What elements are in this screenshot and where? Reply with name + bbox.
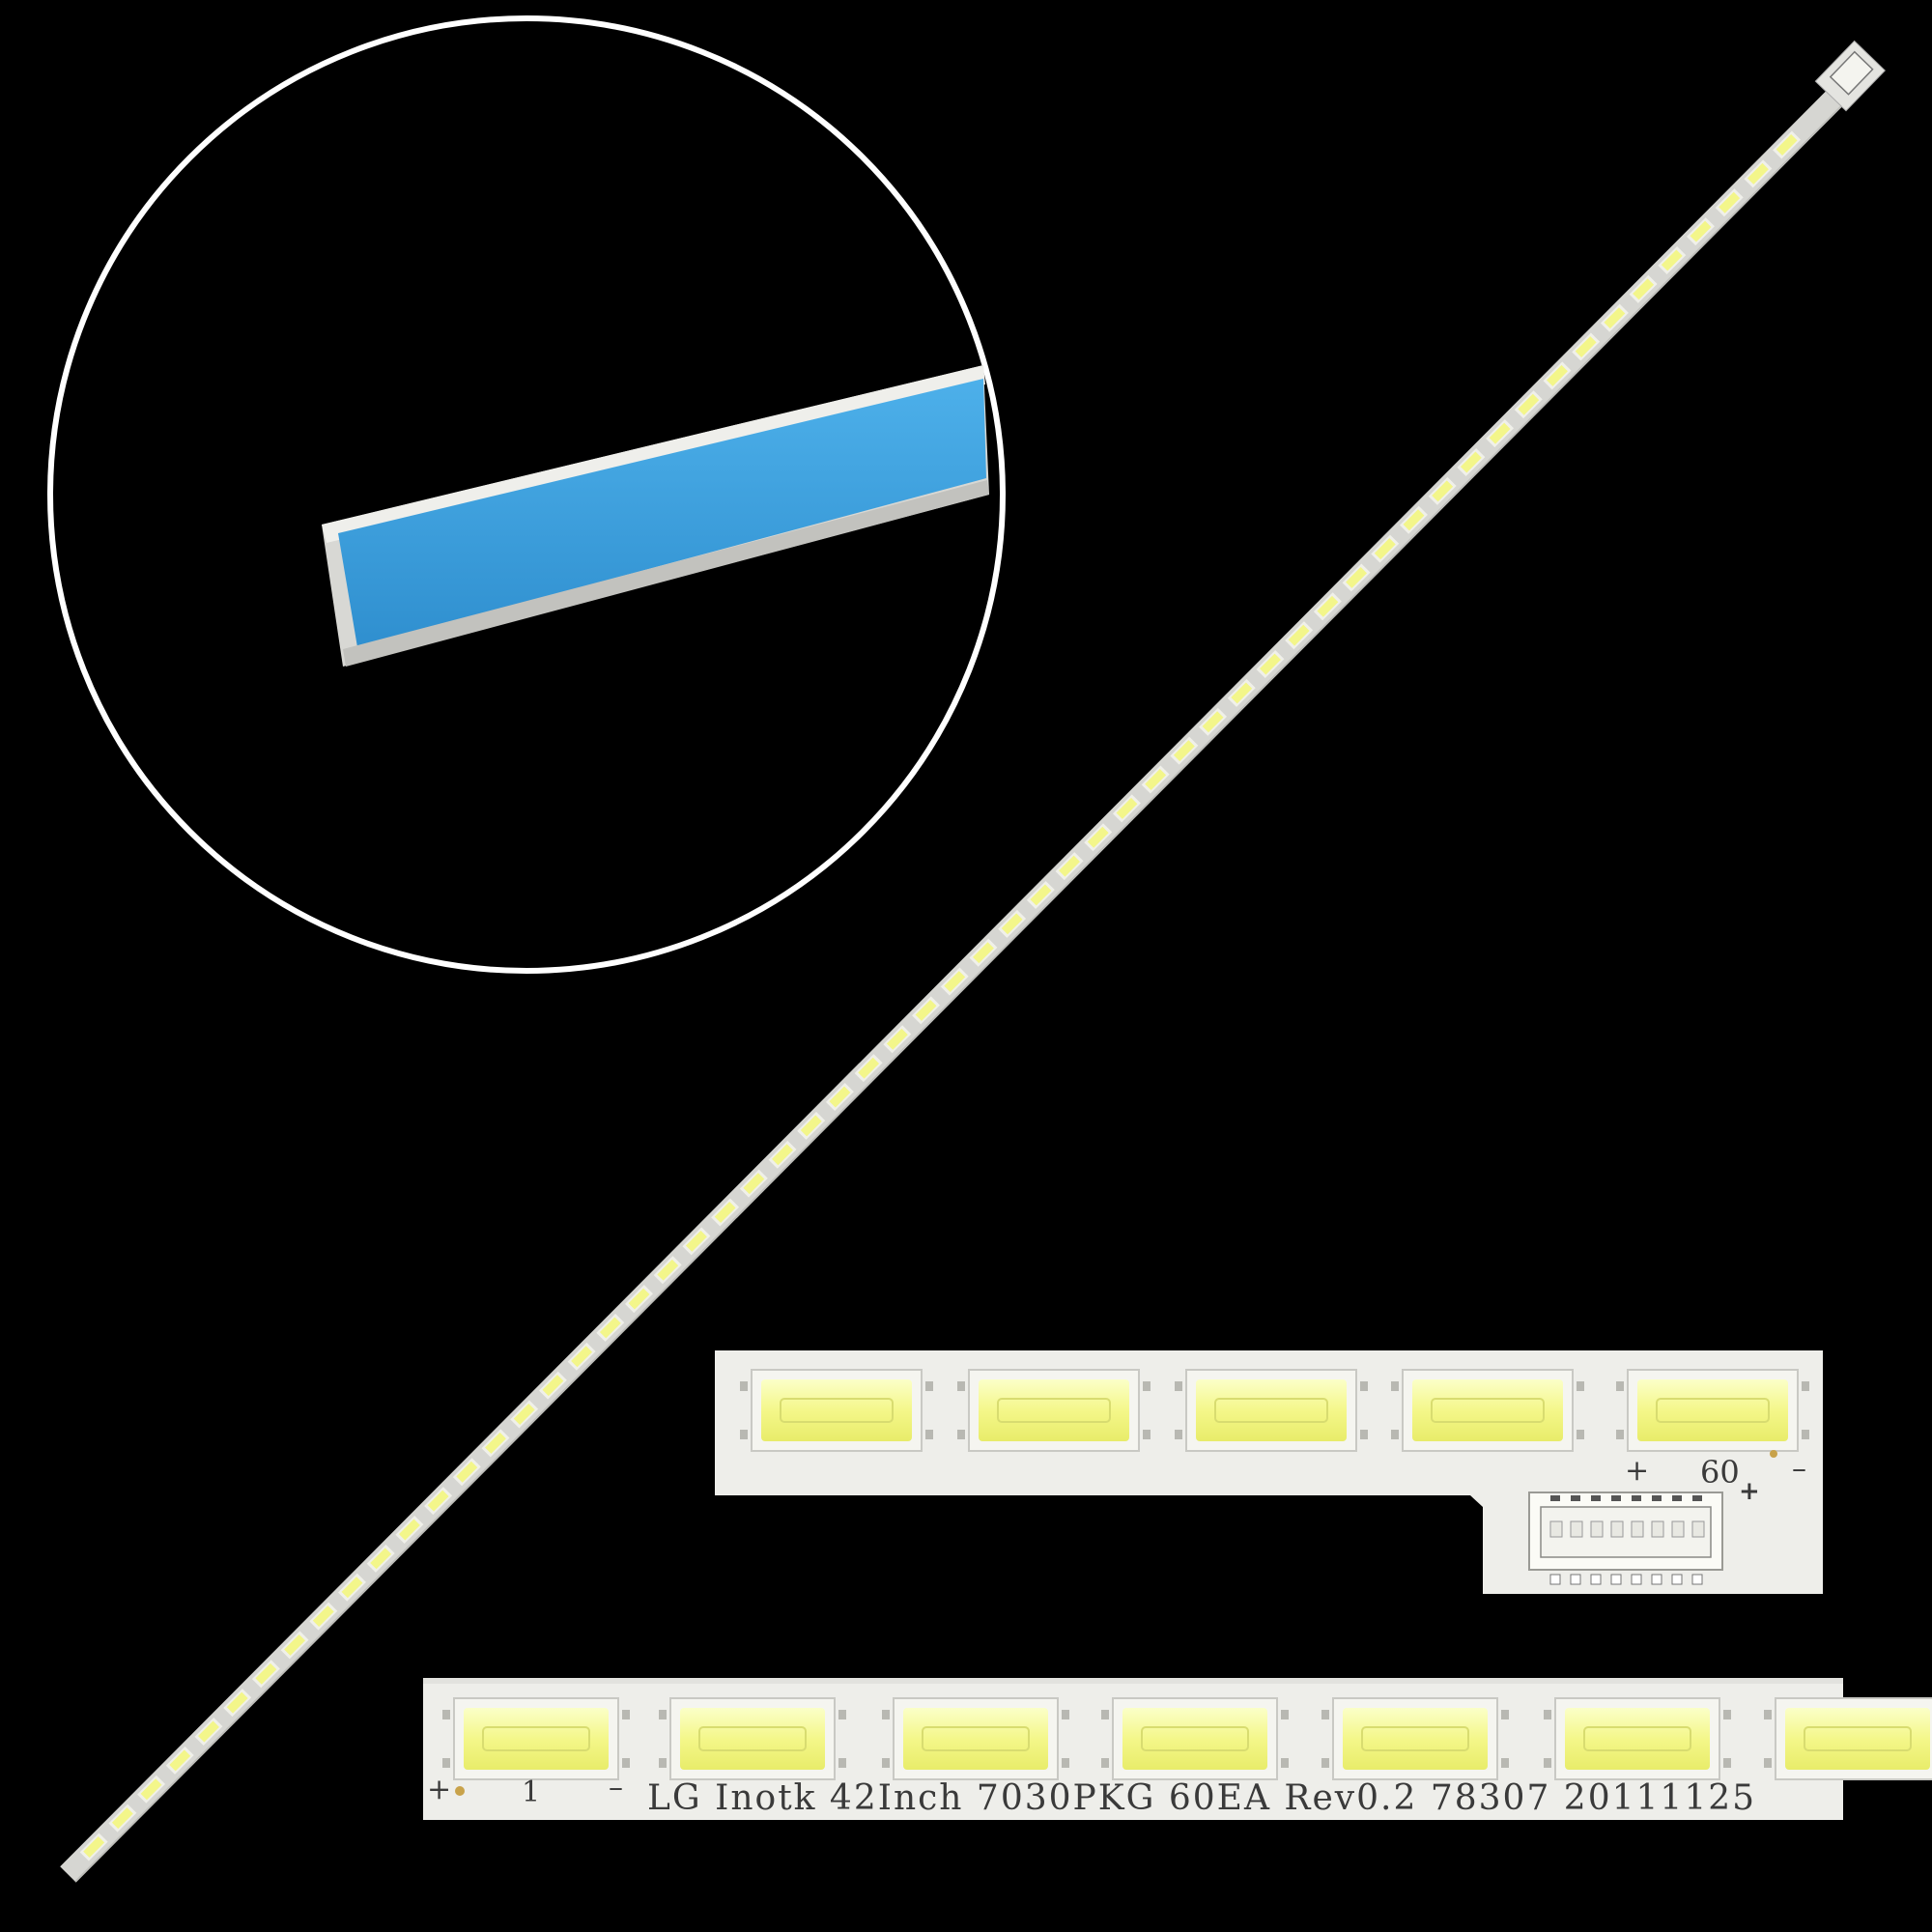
led-package — [882, 1697, 1069, 1780]
connector-pin — [1611, 1495, 1621, 1501]
zoom-panel-connector-end: + 60 – + — [715, 1350, 1823, 1594]
strip-led — [768, 1140, 797, 1169]
strip-led — [998, 909, 1027, 938]
strip-led — [969, 938, 998, 967]
strip-led — [194, 1718, 223, 1747]
connector-pin — [1672, 1495, 1682, 1501]
led-package — [1544, 1697, 1731, 1780]
zoom-index-label: 60 — [1700, 1454, 1740, 1491]
strip-led — [883, 1025, 912, 1054]
diagonal-led-strip — [60, 40, 1886, 1883]
strip-led — [165, 1746, 194, 1775]
strip-led — [653, 1256, 682, 1285]
strip-led — [711, 1198, 740, 1227]
strip-led — [1026, 880, 1055, 909]
strip-led — [682, 1227, 711, 1256]
part-marking-label: LG Inotk 42Inch 7030PKG 60EA Rev0.2 7830… — [647, 1778, 1756, 1818]
strip-led — [366, 1544, 395, 1573]
strip-led — [395, 1515, 424, 1544]
zoom-panel-start-label: + 1 – LG Inotk 42Inch 7030PKG 60EA Rev0.… — [423, 1678, 1932, 1820]
connector-pin — [1550, 1495, 1560, 1501]
strip-led — [1313, 592, 1342, 621]
strip-led — [1486, 419, 1515, 448]
strip-leds — [79, 130, 1802, 1861]
strip-led — [1227, 678, 1256, 707]
strip-led — [1399, 505, 1428, 534]
strip-led — [452, 1458, 481, 1487]
strip-led — [1055, 852, 1084, 881]
strip-led — [1543, 361, 1572, 390]
connector-pin — [1692, 1495, 1702, 1501]
connector-pin — [1652, 1495, 1662, 1501]
start-index-label: 1 — [522, 1776, 540, 1809]
strip-led — [1773, 130, 1802, 159]
strip-led — [1600, 303, 1629, 332]
led-package — [1321, 1697, 1509, 1780]
strip-led — [912, 996, 941, 1025]
strip-led — [854, 1054, 883, 1083]
strip-led — [1285, 621, 1314, 650]
strip-led — [1112, 794, 1141, 823]
connector-pin — [1632, 1495, 1641, 1501]
strip-connector — [1528, 1492, 1723, 1585]
strip-led — [1629, 274, 1658, 303]
strip-connector-end — [1814, 40, 1886, 112]
strip-led — [1457, 447, 1486, 477]
start-minus-label: – — [609, 1771, 623, 1804]
strip-led — [825, 1082, 854, 1112]
strip-led — [1572, 332, 1601, 361]
led-package — [659, 1697, 846, 1780]
zoom-plus-label: + — [1625, 1454, 1649, 1488]
strip-led — [309, 1602, 338, 1631]
strip-led — [137, 1775, 166, 1804]
strip-led — [625, 1285, 653, 1314]
strip-led — [280, 1631, 309, 1660]
strip-led — [1715, 188, 1744, 217]
zoom-top-leds — [740, 1369, 1809, 1452]
led-package — [740, 1369, 933, 1452]
led-package — [1101, 1697, 1289, 1780]
strip-led — [940, 967, 969, 996]
strip-led — [1199, 707, 1228, 736]
connector-pins — [1549, 1495, 1705, 1585]
strip-led — [1514, 390, 1543, 419]
zoom-circle-backside — [47, 15, 1006, 974]
strip-led — [538, 1371, 567, 1400]
strip-led — [1342, 563, 1371, 592]
strip-led — [338, 1573, 366, 1602]
start-plus-label: + — [427, 1773, 451, 1806]
led-package — [1616, 1369, 1809, 1452]
connector-pin — [1591, 1495, 1601, 1501]
strip-led — [1658, 245, 1687, 274]
strip-led — [567, 1342, 596, 1371]
strip-led — [481, 1429, 510, 1458]
led-package — [957, 1369, 1151, 1452]
strip-led — [1687, 217, 1715, 246]
zoom-minus-label: – — [1792, 1452, 1806, 1486]
strip-led — [1256, 650, 1285, 679]
strip-led — [108, 1804, 137, 1833]
strip-led — [510, 1400, 539, 1429]
zoom-connector-plus-label: + — [1739, 1477, 1760, 1506]
led-package — [1391, 1369, 1584, 1452]
strip-led — [1744, 159, 1773, 188]
strip-led — [251, 1660, 280, 1689]
strip-led — [1428, 476, 1457, 505]
led-package — [442, 1697, 630, 1780]
strip-led — [596, 1313, 625, 1342]
zoom-bottom-leds — [442, 1697, 1932, 1780]
strip-led — [79, 1833, 108, 1861]
led-package — [1175, 1369, 1368, 1452]
strip-led — [1371, 534, 1400, 563]
strip-led — [797, 1111, 826, 1140]
strip-led — [1141, 765, 1170, 794]
strip-led — [1170, 736, 1199, 765]
strip-led — [424, 1487, 453, 1516]
strip-led — [739, 1169, 768, 1198]
connector-pin — [1571, 1495, 1580, 1501]
strip-led — [223, 1689, 252, 1718]
led-package — [1764, 1697, 1932, 1780]
strip-led — [1084, 823, 1113, 852]
